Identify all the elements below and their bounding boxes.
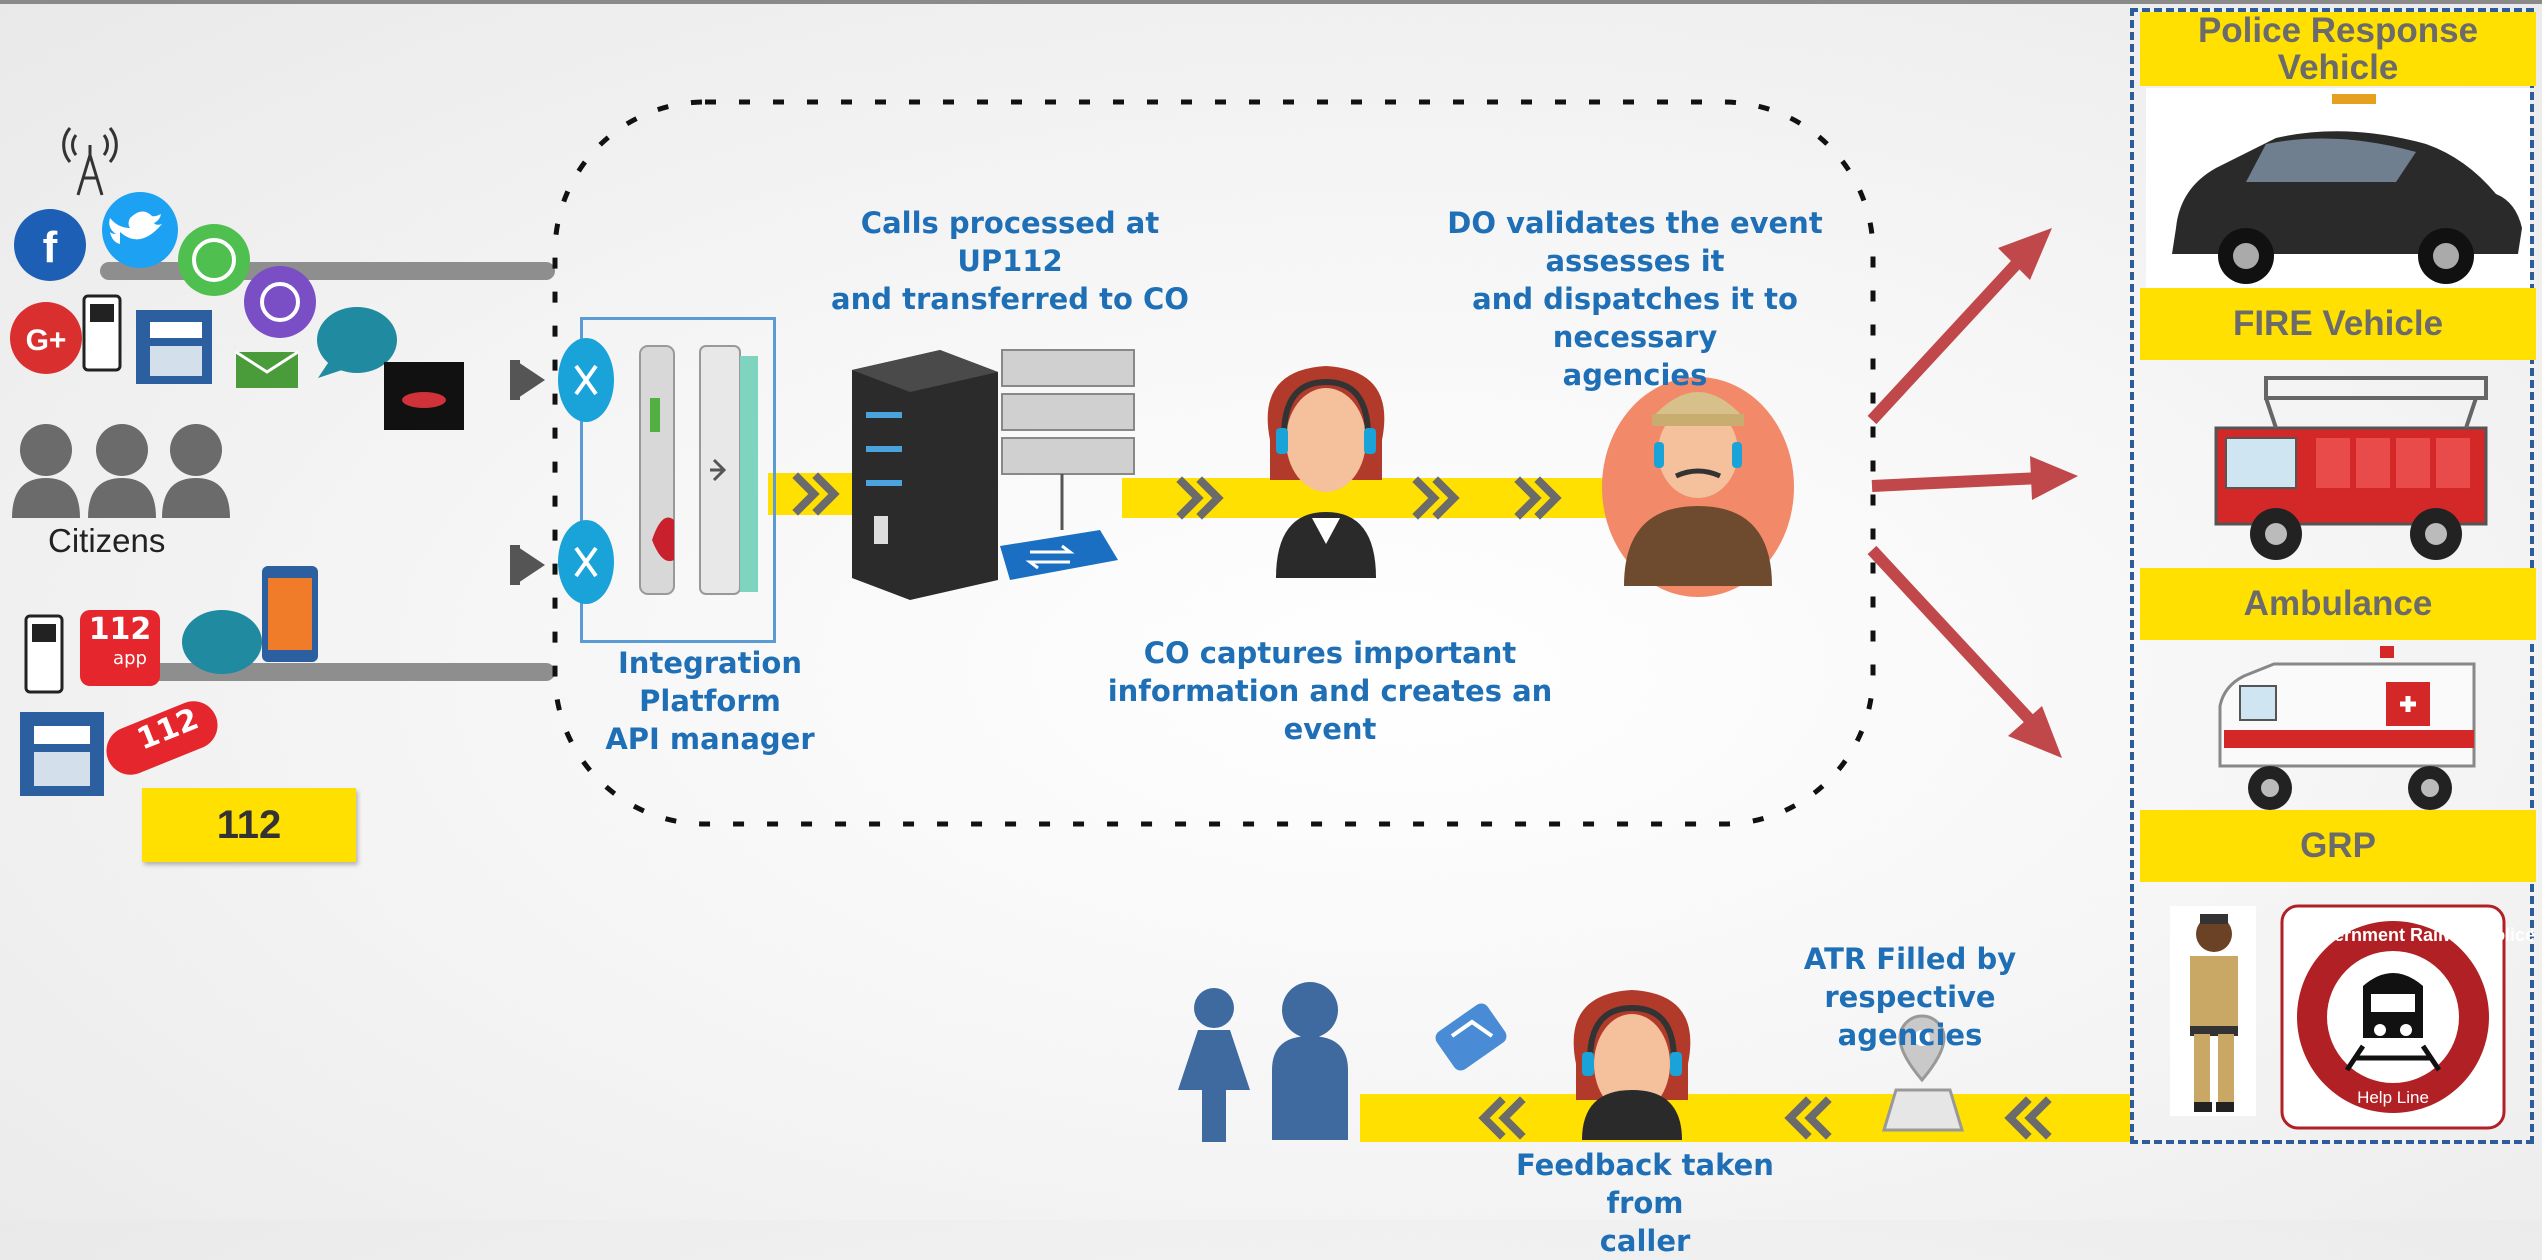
call-operator-icon <box>1267 366 1385 578</box>
112-app-icon <box>80 610 160 686</box>
integration-platform-frame <box>580 317 776 643</box>
ambulance-header: Ambulance <box>2140 568 2536 640</box>
desk-phone-icon <box>20 712 104 796</box>
twitter-icon <box>102 192 178 268</box>
smartphone-icon <box>262 566 318 662</box>
map-location-icon <box>1881 1014 1965 1132</box>
antenna-icon <box>62 127 118 196</box>
integration-platform-graphic <box>558 338 758 604</box>
grp-seal-top-text: Government Railway Police <box>2299 925 2536 945</box>
arrow-to-ambulance <box>1867 545 2062 758</box>
atr-line2: respective agencies <box>1824 980 1996 1052</box>
do-line2: and dispatches it to necessary <box>1472 282 1798 354</box>
arrow-to-police <box>1867 228 2052 425</box>
caller-couple-icon <box>1178 982 1348 1142</box>
chat-bubble-icon <box>317 307 397 378</box>
dispatch-arrows <box>1867 228 2078 758</box>
grp-helpline-seal-icon <box>2280 904 2506 1130</box>
desk-phone-icon <box>136 310 212 384</box>
integration-platform-label: Integration Platform API manager <box>550 644 870 758</box>
calls-line2: and transferred to CO <box>831 282 1189 316</box>
grp-seal-bottom-text: Help Line <box>2357 1088 2429 1107</box>
handshake-icon <box>1435 1003 1507 1071</box>
do-validates-label: DO validates the event assesses it and d… <box>1390 204 1880 394</box>
co-line2: information and creates an event <box>1107 674 1553 746</box>
grp-graphic <box>2170 904 2506 1130</box>
atr-filled-label: ATR Filled by respective agencies <box>1760 940 2060 1054</box>
rack-servers-icon <box>1001 349 1135 530</box>
feedback-line2: caller <box>1599 1224 1691 1258</box>
chat-bubble-icon <box>182 610 262 674</box>
police-response-vehicle-header: Police Response Vehicle <box>2140 12 2536 86</box>
feedback-label: Feedback taken from caller <box>1480 1146 1810 1260</box>
feedback-arrow-tip <box>2110 1094 2130 1142</box>
do-line3: agencies <box>1562 358 1708 392</box>
citizen-channels-graphic: f G+ <box>10 127 555 796</box>
feedback-operator-icon <box>1573 990 1691 1140</box>
alert-device-icon <box>384 362 464 430</box>
112-sticker-icon <box>106 701 218 775</box>
input-arrow-icon <box>510 545 545 585</box>
server-rack-icon <box>639 345 758 595</box>
router-icon <box>558 520 614 604</box>
chevron-right-icon <box>1176 476 1224 520</box>
atr-line1: ATR Filled by <box>1803 942 2017 976</box>
network-switch-icon <box>1000 530 1118 580</box>
do-line1: DO validates the event assesses it <box>1447 206 1823 278</box>
email-icon <box>235 350 299 388</box>
calls-processed-label: Calls processed at UP112 and transferred… <box>820 204 1200 318</box>
fire-truck-icon <box>2214 376 2488 560</box>
fire-vehicle-header: FIRE Vehicle <box>2140 288 2536 360</box>
call-operator-graphic <box>1267 366 1385 578</box>
feedback-graphic <box>1178 982 2130 1142</box>
citizens-label: Citizens <box>48 522 166 559</box>
dispatch-officer-icon <box>1602 377 1794 597</box>
chevron-left-icon <box>1478 1096 1526 1140</box>
co-line1: CO captures important <box>1143 636 1517 670</box>
grp-header: GRP <box>2140 810 2536 882</box>
google-plus-icon: G+ <box>10 302 82 374</box>
feedback-line1: Feedback taken from <box>1516 1148 1774 1220</box>
co-captures-label: CO captures important information and cr… <box>1090 634 1570 748</box>
citizens-icon <box>12 424 230 518</box>
app-badge-number: 112 <box>88 612 152 647</box>
emergency-number-box: 112 <box>142 788 356 862</box>
facebook-icon: f <box>14 209 86 281</box>
svg-text:f: f <box>43 223 58 272</box>
ambulance-icon <box>2218 646 2476 810</box>
police-vehicle-icon <box>2146 88 2530 290</box>
police-label-line1: Police Response <box>2197 11 2479 50</box>
dispatch-officer-graphic <box>1602 377 1794 597</box>
arrow-to-fire <box>1871 456 2078 500</box>
integration-label-line2: API manager <box>605 722 815 756</box>
chevron-right-icon <box>792 472 840 516</box>
flow-chevrons <box>792 472 2052 1140</box>
police-label-line2: Vehicle <box>2277 48 2399 87</box>
chevron-right-icon <box>1412 476 1460 520</box>
chevron-left-icon <box>1784 1096 1832 1140</box>
integration-label-line1: Integration Platform <box>618 646 802 718</box>
whatsapp-icon <box>178 224 250 296</box>
app-badge-word: app <box>113 648 147 669</box>
server-graphic <box>852 349 1135 600</box>
router-icon <box>558 338 614 422</box>
process-boundary <box>552 99 1876 827</box>
chevron-right-icon <box>1514 476 1562 520</box>
railway-policeman-icon <box>2170 906 2256 1116</box>
viber-icon <box>244 266 316 338</box>
input-arrow-icon <box>510 360 545 400</box>
svg-text:G+: G+ <box>26 324 67 357</box>
server-tower-icon <box>852 350 998 600</box>
mobile-phone-icon <box>82 294 122 372</box>
chevron-left-icon <box>2004 1096 2052 1140</box>
top-rule <box>0 0 2542 4</box>
calls-line1: Calls processed at UP112 <box>860 206 1160 278</box>
mobile-phone-icon <box>24 614 64 694</box>
